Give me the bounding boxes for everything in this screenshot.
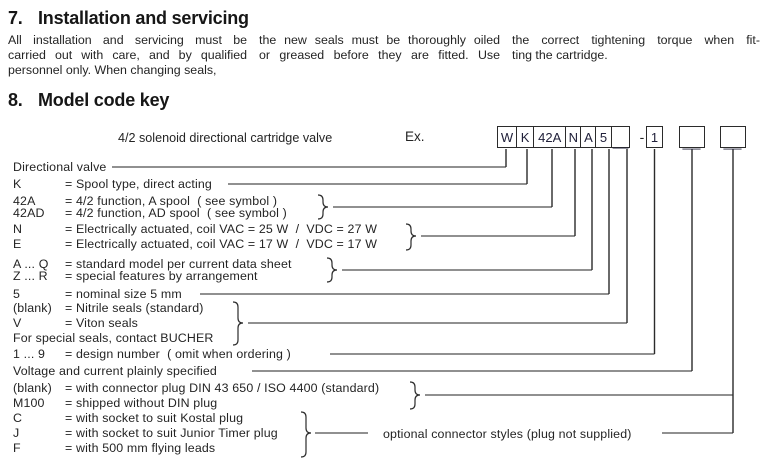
key-code: N (13, 222, 23, 236)
key-desc: = with socket to suit Junior Timer plug (65, 426, 278, 440)
intro-text-line: the new seals must be thoroughly oiled (259, 33, 500, 47)
intro-column-1: All installation and servicing must be c… (8, 33, 247, 78)
key-row-coil-n: N = Electrically actuated, coil VAC = 25… (13, 222, 377, 278)
code-box-voltage-blank: _ (679, 126, 705, 149)
section-8-heading: 8. Model code key (8, 90, 169, 111)
key-row-special-features: Z ... R = special features by arrangemen… (13, 269, 257, 325)
key-row-nitrile-seals: (blank) = Nitrile seals (standard) (13, 301, 203, 357)
key-desc: = Spool type, direct acting (65, 177, 212, 191)
key-code: J (13, 426, 20, 440)
section-8-title: Model code key (38, 90, 170, 110)
key-row-kostal: C = with socket to suit Kostal plug (13, 411, 243, 467)
key-code: 42A (13, 194, 36, 208)
intro-text-line: All installation and servicing must be (8, 33, 247, 47)
code-box-5: 5 (595, 126, 613, 148)
key-row-standard-model: A ... Q = standard model per current dat… (13, 257, 291, 313)
section-8-number: 8. (8, 90, 23, 110)
key-desc: = with connector plug DIN 43 650 / ISO 4… (65, 381, 380, 395)
code-box-connector-blank: _ (720, 126, 746, 149)
key-code: 1 ... 9 (13, 347, 46, 361)
code-box-k: K (515, 126, 535, 148)
key-row-viton-seals: V = Viton seals (13, 316, 138, 372)
diagram-caption: 4/2 solenoid directional cartridge valve (118, 131, 333, 145)
intro-text-line: carried out with care, and by qualified (8, 48, 247, 62)
key-row-special-seals-note: For special seals, contact BUCHER (13, 331, 214, 345)
key-desc: = Electrically actuated, coil VAC = 17 W… (65, 237, 378, 251)
key-code: Z ... R (13, 269, 48, 283)
connector-styles-annotation: optional connector styles (plug not supp… (383, 427, 632, 441)
key-code: 5 (13, 287, 21, 301)
code-box-design-number: 1 (646, 126, 663, 148)
model-code-boxes: W K 42A N A 5 _ (497, 126, 630, 148)
intro-text-line: personnel only. When changing seals, (8, 63, 217, 77)
key-desc: = Viton seals (65, 316, 139, 330)
key-desc: = standard model per current data sheet (65, 257, 292, 271)
intro-column-2: the new seals must be thoroughly oiled o… (259, 33, 500, 63)
intro-text-line: ting the cartridge. (512, 48, 608, 62)
intro-column-3: the correct tightening torque when fit- … (512, 33, 760, 63)
key-code: K (13, 177, 22, 191)
key-row-design-number: 1 ... 9 = design number ( omit when orde… (13, 347, 291, 403)
brace-model-letter (326, 257, 338, 283)
key-desc: = design number ( omit when ordering ) (65, 347, 291, 361)
key-desc: = Electrically actuated, coil VAC = 25 W… (65, 222, 378, 236)
key-code: E (13, 237, 22, 251)
code-box-a: A (580, 126, 597, 148)
brace-din-plug (409, 381, 421, 410)
section-7-number: 7. (8, 8, 23, 28)
key-row-spool-type: K = Spool type, direct acting (13, 177, 212, 233)
code-box-n: N (564, 126, 582, 148)
key-row-nominal-size: 5 = nominal size 5 mm (13, 287, 182, 343)
key-row-42a: 42A = 4/2 function, A spool ( see symbol… (13, 194, 277, 250)
code-separator-dash: - (639, 129, 645, 145)
intro-text-line: or greased before they are fitted. Use (259, 48, 500, 62)
code-box-42a: 42A (533, 126, 567, 148)
key-desc: = 4/2 function, A spool ( see symbol ) (65, 194, 278, 208)
section-7-title: Installation and servicing (38, 8, 249, 28)
key-code: M100 (13, 396, 45, 410)
intro-text-line: the correct tightening torque when fit- (512, 33, 760, 47)
key-row-coil-e: E = Electrically actuated, coil VAC = 17… (13, 237, 377, 293)
key-row-42ad: 42AD = 4/2 function, AD spool ( see symb… (13, 206, 287, 262)
key-row-voltage-note: Voltage and current plainly specified (13, 364, 217, 378)
key-code: A ... Q (13, 257, 49, 271)
key-desc: = 4/2 function, AD spool ( see symbol ) (65, 206, 287, 220)
brace-connector-styles (300, 411, 312, 458)
key-row-junior-timer: J = with socket to suit Junior Timer plu… (13, 426, 278, 470)
code-box-w: W (497, 126, 517, 148)
key-code: F (13, 441, 21, 455)
key-code: (blank) (13, 301, 52, 315)
brace-actuation (405, 223, 417, 251)
brace-function (317, 194, 329, 220)
key-row-flying-leads: F = with 500 mm flying leads (13, 441, 215, 470)
key-desc: = special features by arrangement (65, 269, 258, 283)
brace-seals (232, 301, 244, 346)
code-box-blank: _ (610, 126, 630, 148)
key-row-din-plug: (blank) = with connector plug DIN 43 650… (13, 381, 379, 437)
key-row-directional-valve: Directional valve (13, 160, 107, 174)
key-desc: = with socket to suit Kostal plug (65, 411, 244, 425)
key-code: (blank) (13, 381, 52, 395)
key-desc: = with 500 mm flying leads (65, 441, 216, 455)
key-desc: = Nitrile seals (standard) (65, 301, 204, 315)
key-desc: = nominal size 5 mm (65, 287, 182, 301)
section-7-heading: 7. Installation and servicing (8, 8, 249, 29)
key-code: V (13, 316, 22, 330)
key-code: 42AD (13, 206, 45, 220)
key-desc: = shipped without DIN plug (65, 396, 218, 410)
key-code: C (13, 411, 23, 425)
example-label: Ex. (405, 129, 425, 144)
key-row-m100: M100 = shipped without DIN plug (13, 396, 217, 452)
